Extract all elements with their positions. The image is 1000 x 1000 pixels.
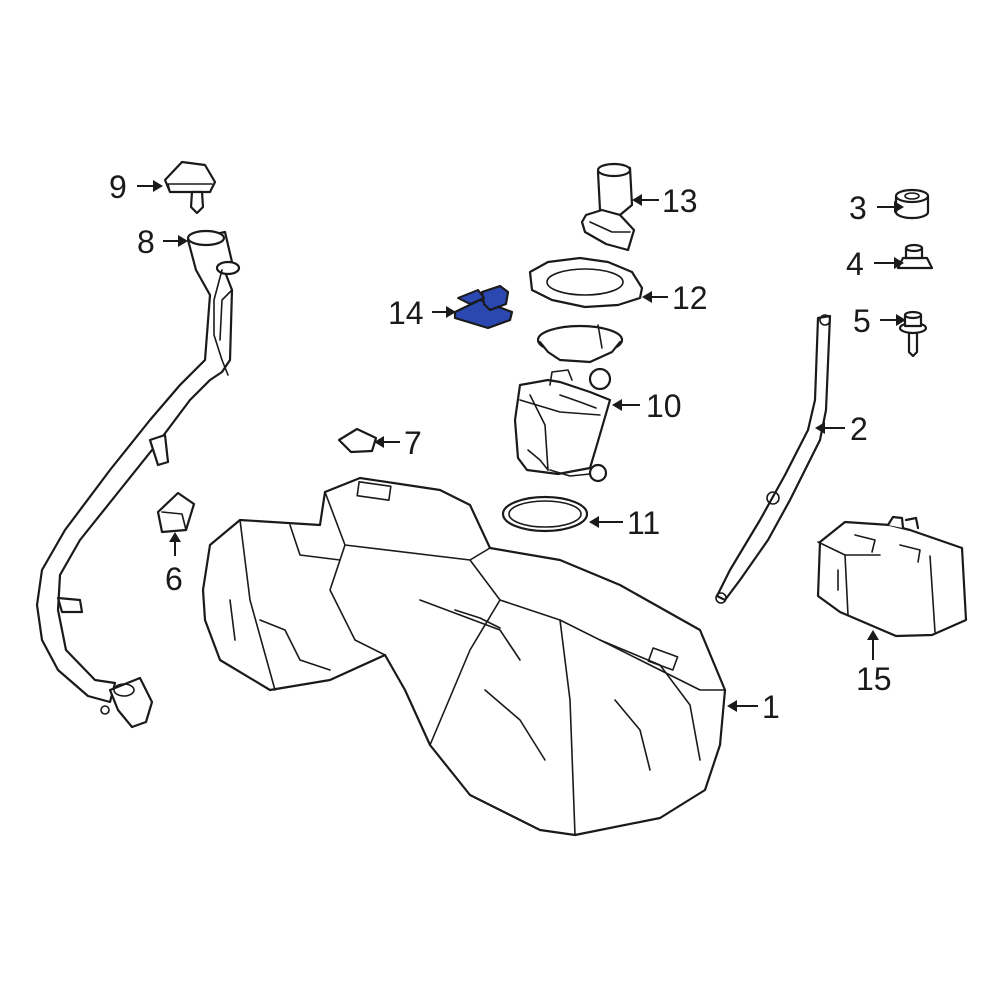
- grommet-part-3[interactable]: [894, 188, 930, 220]
- callout-9: 9: [109, 169, 127, 205]
- filler-pipe-part-8[interactable]: [35, 229, 241, 729]
- callout-11: 11: [627, 505, 660, 541]
- callout-2: 2: [850, 411, 868, 447]
- pad-part-7[interactable]: [337, 427, 378, 454]
- fuel-pump-module-part-10[interactable]: [513, 324, 624, 483]
- callout-15: 15: [856, 661, 892, 697]
- callout-5: 5: [853, 303, 871, 339]
- callout-7: 7: [404, 425, 422, 461]
- callout-8: 8: [137, 224, 155, 260]
- callout-4: 4: [846, 246, 864, 282]
- clip-nut-part-4[interactable]: [896, 243, 934, 270]
- callout-14: 14: [388, 295, 424, 331]
- bracket-part-6[interactable]: [156, 491, 196, 534]
- callout-6: 6: [165, 561, 183, 597]
- o-ring-part-11[interactable]: [501, 495, 589, 533]
- callout-10: 10: [646, 388, 682, 424]
- filler-cap-part-9[interactable]: [163, 160, 217, 215]
- fuel-tank-part-1[interactable]: [201, 476, 727, 837]
- callout-13: 13: [662, 183, 698, 219]
- callout-labels: 1 2 3 4 5 6 7 8 9 10 11 12 13 14 15: [109, 169, 892, 725]
- lock-ring-part-12[interactable]: [528, 256, 644, 309]
- callout-1: 1: [762, 689, 780, 725]
- callout-3: 3: [849, 190, 867, 226]
- bolt-part-5[interactable]: [898, 310, 928, 358]
- sensor-part-13[interactable]: [580, 162, 636, 252]
- control-module-part-15[interactable]: [816, 515, 968, 638]
- leaders: [137, 180, 906, 712]
- strap-part-2[interactable]: [715, 314, 832, 604]
- clip-part-14-highlighted[interactable]: [453, 284, 514, 330]
- callout-12: 12: [672, 280, 708, 316]
